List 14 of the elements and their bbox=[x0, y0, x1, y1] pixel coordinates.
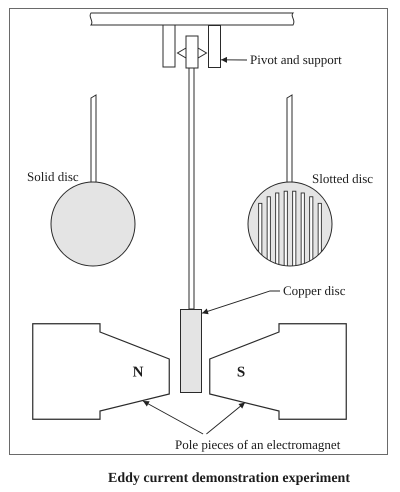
part-label: Solid disc bbox=[27, 169, 79, 185]
leader-arrow bbox=[206, 402, 246, 434]
leader-arrow bbox=[220, 56, 248, 63]
pole-piece bbox=[32, 323, 170, 420]
pole-piece bbox=[209, 323, 347, 420]
part-label: Pivot and support bbox=[250, 52, 342, 68]
leader-arrow bbox=[142, 400, 204, 434]
leader-arrow bbox=[202, 290, 280, 314]
pole-label: S bbox=[236, 364, 246, 382]
part-label: Copper disc bbox=[283, 283, 346, 299]
pole-label: N bbox=[132, 364, 144, 382]
figure-caption: Eddy current demonstration experiment bbox=[108, 470, 350, 488]
part-label: Slotted disc bbox=[312, 171, 374, 187]
part-label: Pole pieces of an electromagnet bbox=[175, 437, 340, 453]
